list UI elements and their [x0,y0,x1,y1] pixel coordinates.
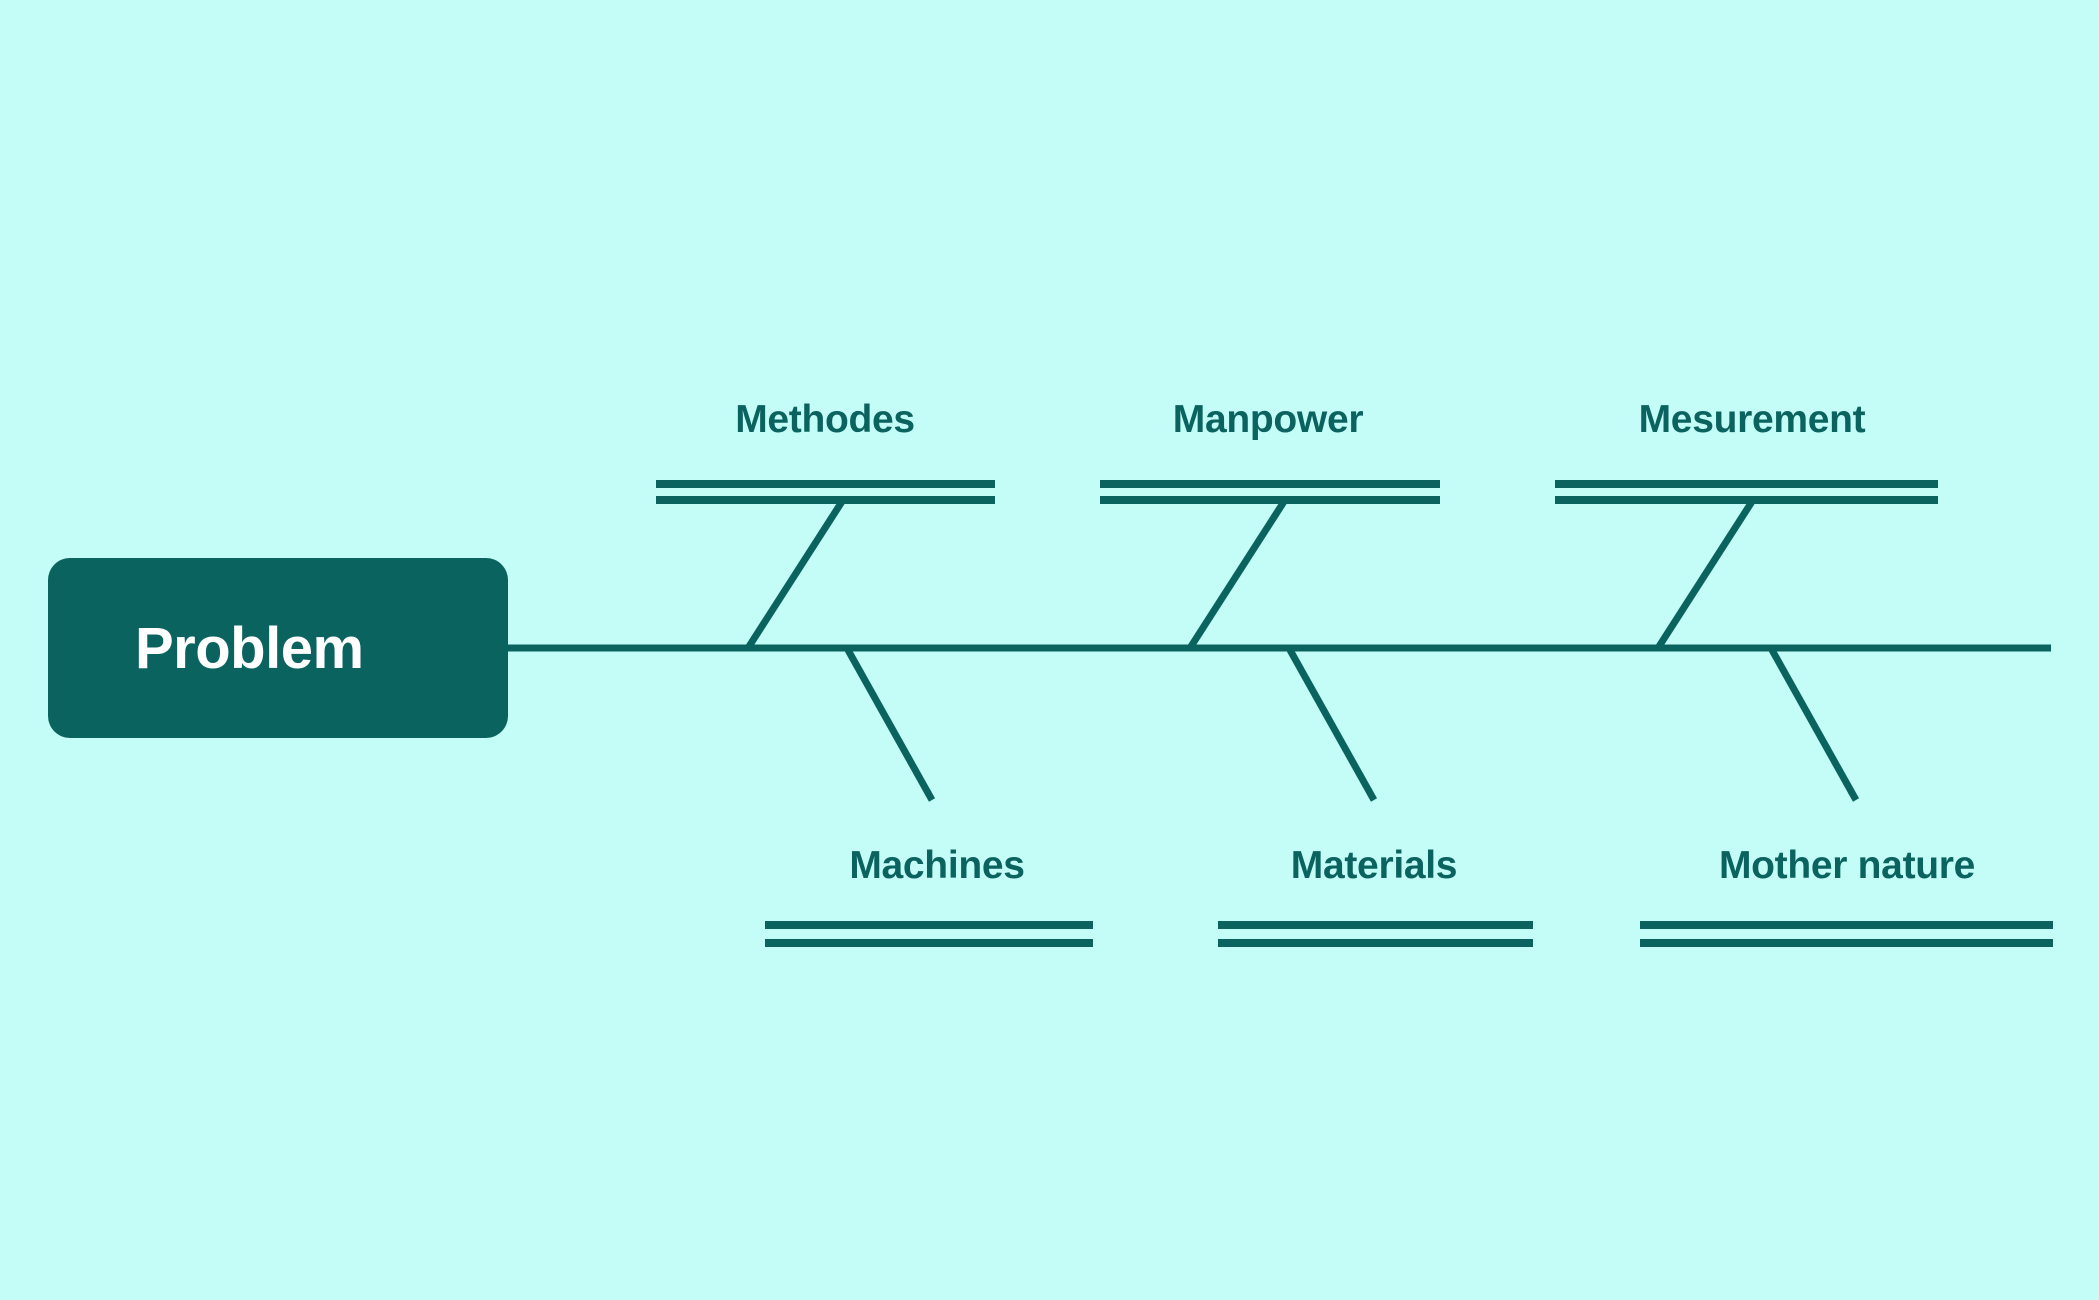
category-label-methodes: Methodes [735,398,915,441]
category-group-manpower[interactable]: Manpower [1100,398,1440,650]
rib-line-manpower [1187,498,1288,650]
rib-line-materials [1286,648,1378,802]
category-group-materials[interactable]: Materials [1218,648,1533,947]
problem-box[interactable]: Problem [48,558,508,738]
rib-line-mother-nature [1768,648,1860,802]
problem-box-rect [48,558,508,738]
category-label-mesurement: Mesurement [1639,398,1866,441]
category-group-machines[interactable]: Machines [765,648,1093,947]
category-group-mother-nature[interactable]: Mother nature [1640,648,2053,947]
category-label-manpower: Manpower [1173,398,1364,441]
category-group-mesurement[interactable]: Mesurement [1555,398,1938,650]
category-label-mother-nature: Mother nature [1719,844,1975,887]
category-group-methodes[interactable]: Methodes [656,398,995,650]
category-label-materials: Materials [1291,844,1457,887]
rib-line-methodes [745,498,846,650]
category-label-machines: Machines [849,844,1024,887]
rib-line-machines [844,648,936,802]
problem-box-label: Problem [135,616,364,681]
rib-line-mesurement [1655,498,1756,650]
